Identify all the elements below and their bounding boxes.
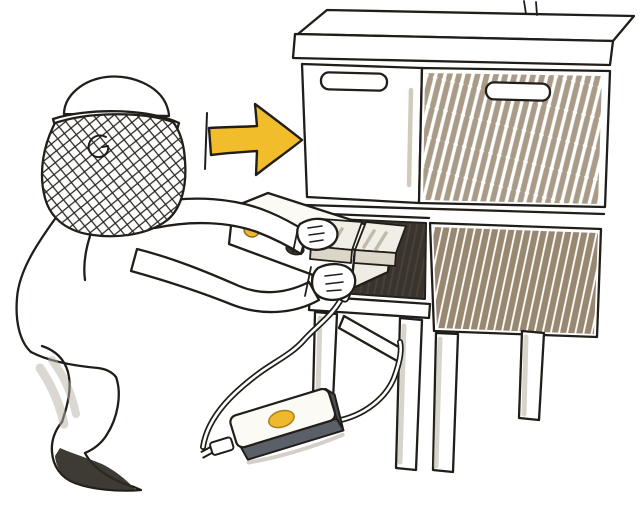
- trouser-shading-2: [48, 356, 80, 418]
- beekeeper: [15, 75, 357, 492]
- roof-front-face: [291, 32, 615, 67]
- veil-netting: [41, 114, 186, 237]
- frame-band-line-1: [303, 203, 606, 216]
- near-hand: [310, 262, 357, 302]
- direction-arrow: [204, 102, 304, 177]
- shoe-shading: [55, 448, 136, 491]
- finger-line: [324, 273, 343, 277]
- plug-prong-2: [202, 451, 214, 459]
- cable-to-control-unit-core: [201, 289, 347, 449]
- shin-line: [83, 375, 120, 455]
- far-arm: [150, 197, 309, 256]
- trouser-shading-1: [35, 363, 69, 429]
- handle-slot-right: [484, 81, 552, 102]
- leg-front-line: [40, 344, 71, 424]
- hive-lower-box: [428, 221, 603, 339]
- tray-shade-4: [374, 231, 388, 251]
- hive-roof: [291, 0, 636, 67]
- arrow-shape: [207, 102, 304, 177]
- plug-prong-1: [200, 445, 212, 453]
- unit-shadow: [246, 432, 345, 465]
- leg-shading-3: [433, 336, 443, 469]
- finger-line: [308, 232, 325, 236]
- sketch-root: [15, 0, 636, 492]
- roof-back-tick-1: [523, 0, 527, 15]
- torso-back-line: [15, 210, 62, 354]
- hat-crown: [62, 75, 171, 118]
- tray-right-front: [353, 249, 397, 267]
- stand-brace: [337, 314, 406, 364]
- upper-box-stray-stroke: [406, 87, 414, 188]
- hive-upper-box: [300, 62, 612, 209]
- finger-line: [326, 289, 342, 292]
- near-hand-fingers: [324, 273, 344, 292]
- power-plug: [209, 436, 235, 456]
- chest-line: [83, 234, 92, 282]
- roof-back-tick-2: [535, 1, 538, 16]
- near-cuff-line: [304, 266, 312, 297]
- handle-slot-left: [319, 71, 389, 92]
- far-hand-fingers: [307, 225, 325, 243]
- cable-to-hive-core: [334, 340, 403, 423]
- leg-shading-1: [315, 315, 323, 397]
- lower-box-shading: [433, 227, 598, 334]
- tray-shade-3: [362, 229, 376, 249]
- arrow-tick: [204, 112, 208, 170]
- power-button: [268, 409, 295, 429]
- upper-box-shading: [423, 73, 602, 204]
- near-arm: [129, 247, 321, 314]
- finger-line: [309, 239, 324, 243]
- leg-shading-4: [521, 334, 529, 417]
- finger-line: [307, 225, 323, 229]
- finger-line: [325, 281, 344, 285]
- control-unit: [200, 387, 345, 465]
- face-mark: [87, 134, 110, 159]
